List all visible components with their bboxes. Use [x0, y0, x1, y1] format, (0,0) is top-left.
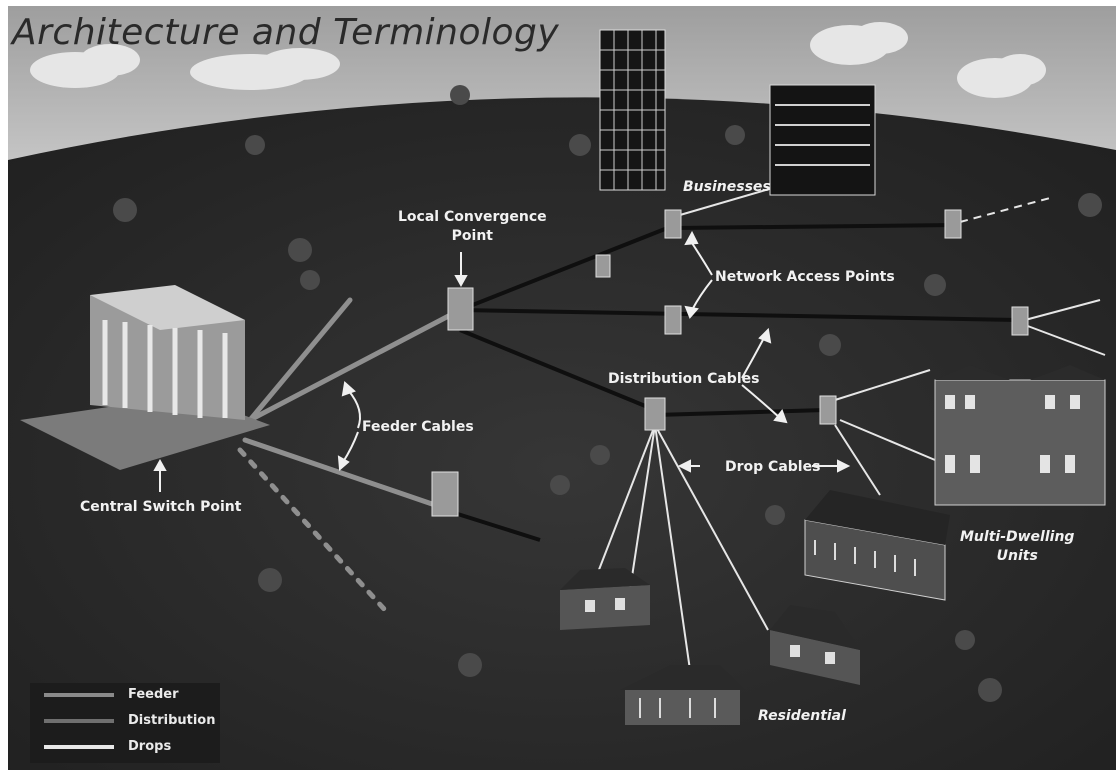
multi-dwelling-units: [934, 365, 1106, 506]
legend: Feeder Distribution Drops: [30, 683, 220, 763]
central-switch-building: [20, 285, 270, 470]
legend-item-drops: Drops: [44, 737, 220, 757]
legend-label-feeder: Feeder: [128, 687, 179, 702]
label-central-switch-point: Central Switch Point: [80, 499, 242, 515]
label-businesses: Businesses: [683, 179, 771, 195]
house-2: [620, 665, 745, 725]
legend-label-drops: Drops: [128, 739, 172, 754]
ground: [8, 97, 1116, 770]
label-distribution-cables: Distribution Cables: [608, 371, 760, 387]
page-title: Architecture and Terminology: [12, 12, 560, 53]
label-multi-dwelling-units: Multi-Dwelling Units: [960, 529, 1075, 564]
network-nodes: [431, 209, 1029, 517]
legend-item-distribution: Distribution: [44, 711, 220, 731]
clouds: [30, 22, 1046, 98]
label-residential: Residential: [758, 708, 846, 724]
label-arrows: [153, 230, 851, 492]
legend-swatch-feeder: [44, 693, 114, 697]
townhouse-row: [804, 490, 950, 601]
legend-swatch-distribution: [44, 719, 114, 723]
label-network-access-points: Network Access Points: [715, 269, 895, 285]
business-office: [769, 84, 876, 196]
label-local-convergence-point: Local Convergence Point: [398, 209, 547, 244]
house-3: [770, 605, 860, 685]
label-feeder-cables: Feeder Cables: [362, 419, 474, 435]
legend-swatch-drops: [44, 745, 114, 749]
house-1: [560, 568, 650, 630]
drop-cables: [594, 179, 1106, 671]
feeder-cables: [237, 297, 463, 613]
label-drop-cables: Drop Cables: [725, 459, 821, 475]
legend-item-feeder: Feeder: [44, 685, 220, 705]
trees: [113, 85, 1102, 702]
distribution-cables: [444, 223, 1021, 542]
business-tower: [599, 29, 666, 191]
legend-label-distribution: Distribution: [128, 713, 216, 728]
